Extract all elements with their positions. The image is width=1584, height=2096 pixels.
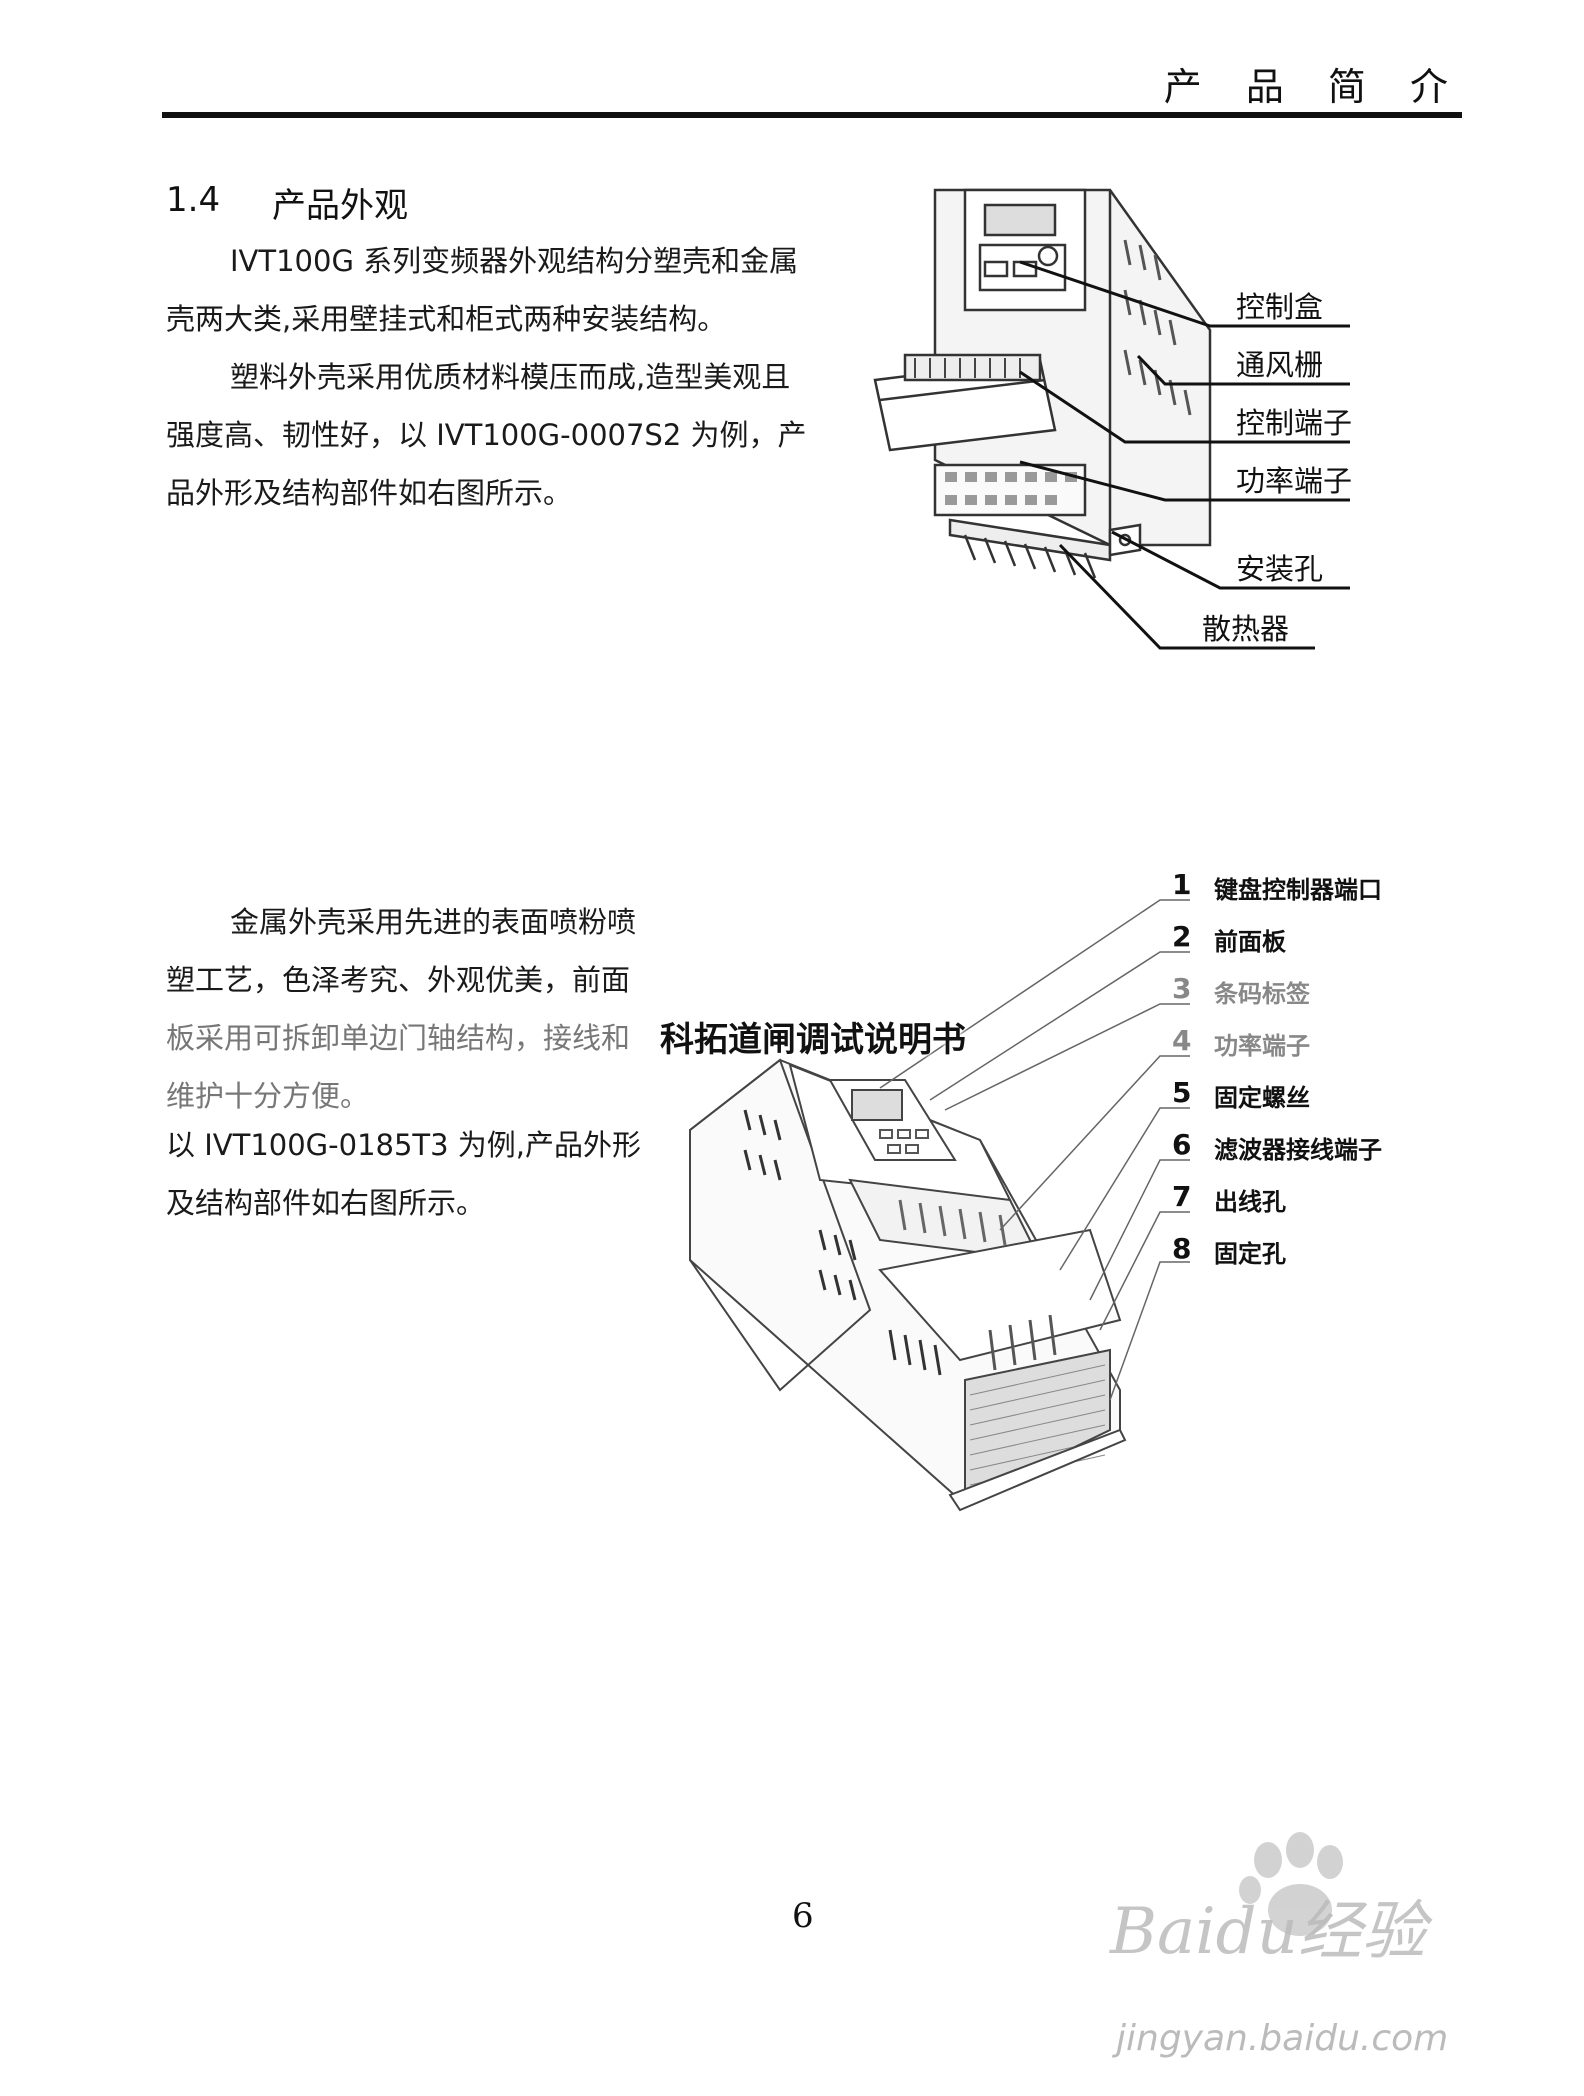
figure1-label-vent-grille: 通风栅 [1236, 348, 1324, 382]
figure1-label-power-terminals: 功率端子 [1236, 464, 1353, 498]
figure1-label-heatsink: 散热器 [1202, 612, 1290, 646]
figure2-part-name: 出线孔 [1214, 1188, 1286, 1216]
section-title: 产品外观 [272, 186, 408, 226]
figure2-part-name: 固定螺丝 [1214, 1084, 1310, 1112]
figure2-part-num: 8 [1172, 1232, 1192, 1265]
overlay-document-title: 科拓道闸调试说明书 [660, 1020, 966, 1060]
figure2-part-num: 2 [1172, 920, 1192, 953]
figure2-part-name: 条码标签 [1214, 980, 1310, 1008]
figure1-label-mounting-hole: 安装孔 [1236, 552, 1324, 586]
figure2-part-num: 3 [1172, 972, 1192, 1005]
figure2-part-name: 前面板 [1214, 928, 1286, 956]
paragraph-metal-case-b: 板采用可拆卸单边门轴结构，接线和维护十分方便。 [166, 1021, 631, 1113]
page-number: 6 [792, 1896, 814, 1936]
paragraph-metal-case-a: 金属外壳采用先进的表面喷粉喷塑工艺，色泽考究、外观优美，前面 [166, 905, 637, 997]
paragraph-intro: IVT100G 系列变频器外观结构分塑壳和金属壳两大类,采用壁挂式和柜式两种安装… [166, 244, 799, 336]
watermark-brand: Baidu经验 [1110, 1895, 1426, 1969]
figure2-part-num: 7 [1172, 1180, 1192, 1213]
figure2-part-name: 固定孔 [1214, 1240, 1286, 1268]
figure2-part-num: 6 [1172, 1128, 1192, 1161]
paragraph-metal-case: 金属外壳采用先进的表面喷粉喷塑工艺，色泽考究、外观优美，前面板采用可拆卸单边门轴… [166, 893, 651, 1125]
watermark-url: jingyan.baidu.com [1116, 2018, 1449, 2059]
paragraph-plastic-case: 塑料外壳采用优质材料模压而成,造型美观且强度高、韧性好，以 IVT100G-00… [166, 360, 807, 510]
figure2-part-num: 1 [1172, 868, 1192, 901]
figure2-part-num: 5 [1172, 1076, 1192, 1109]
section-number: 1.4 [166, 180, 221, 220]
figure1-label-control-terminals: 控制端子 [1236, 406, 1353, 440]
header-rule [162, 112, 1462, 118]
paragraph-example: 以 IVT100G-0185T3 为例,产品外形及结构部件如右图所示。 [166, 1128, 642, 1220]
figure2-part-num: 4 [1172, 1024, 1192, 1057]
figure2-part-name: 滤波器接线端子 [1214, 1136, 1382, 1164]
figure2-part-name: 键盘控制器端口 [1214, 876, 1382, 904]
figure1-label-control-box: 控制盒 [1236, 290, 1324, 324]
figure2-part-name: 功率端子 [1214, 1032, 1310, 1060]
page-header-title: 产 品 简 介 [1163, 65, 1464, 109]
